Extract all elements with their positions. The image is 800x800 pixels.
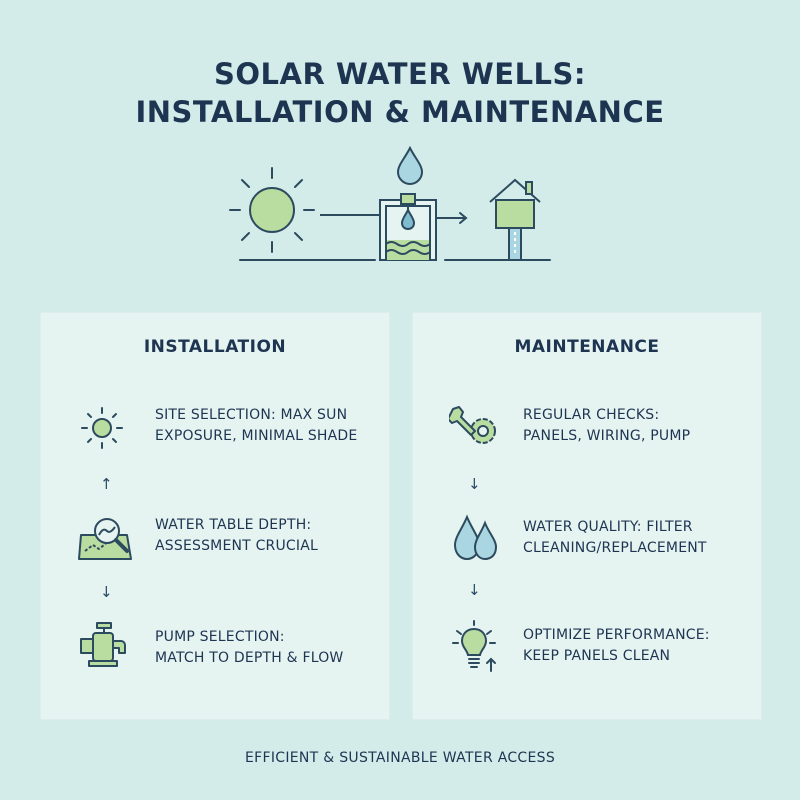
- arrow-up-icon: ↑: [100, 475, 113, 493]
- sun-icon: [81, 407, 123, 449]
- maintenance-step-2: WATER QUALITY: FILTER CLEANING/REPLACEME…: [523, 519, 707, 556]
- installation-step-2: WATER TABLE DEPTH: ASSESSMENT CRUCIAL: [155, 517, 319, 554]
- installation-step-3: PUMP SELECTION: MATCH TO DEPTH & FLOW: [155, 629, 344, 666]
- magnifier-map-icon: [78, 518, 132, 560]
- maintenance-panel: MAINTENANCE REGULAR CHECKS: PANELS, WIRI…: [412, 312, 762, 720]
- lightbulb-icon: [452, 620, 496, 672]
- sun-icon: [229, 167, 315, 253]
- installation-step-1: SITE SELECTION: MAX SUN EXPOSURE, MINIMA…: [155, 407, 358, 444]
- hero-illustration: [229, 145, 551, 261]
- maintenance-heading: MAINTENANCE: [514, 337, 660, 357]
- well-pump-icon: [379, 193, 437, 261]
- installation-heading: INSTALLATION: [143, 337, 287, 357]
- page-title-line-2: INSTALLATION & MAINTENANCE: [135, 95, 665, 129]
- wrench-gear-icon: [449, 406, 496, 444]
- arrow-down-icon: ↓: [100, 583, 113, 601]
- water-drop-icon: [396, 145, 424, 186]
- maintenance-step-1: REGULAR CHECKS: PANELS, WIRING, PUMP: [523, 407, 691, 444]
- house-icon: [489, 178, 541, 261]
- arrow-down-icon: ↓: [468, 475, 481, 493]
- installation-panel: INSTALLATION SITE SELECTION: MAX SUN EXP…: [40, 312, 390, 720]
- water-drops-icon: [453, 514, 498, 561]
- page-title-line-1: SOLAR WATER WELLS:: [213, 57, 587, 91]
- maintenance-step-3: OPTIMIZE PERFORMANCE: KEEP PANELS CLEAN: [523, 627, 710, 664]
- pump-faucet-icon: [80, 622, 126, 667]
- footer-tagline: EFFICIENT & SUSTAINABLE WATER ACCESS: [244, 750, 556, 766]
- arrow-down-icon: ↓: [468, 581, 481, 599]
